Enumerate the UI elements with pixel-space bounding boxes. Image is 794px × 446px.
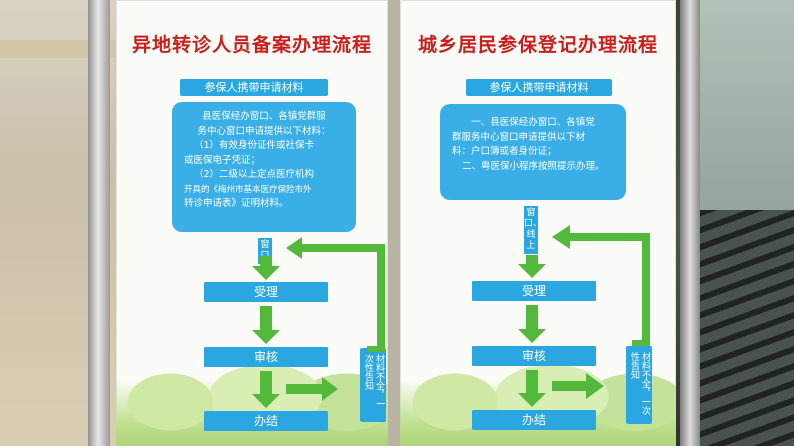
arrow-right: [286, 377, 338, 401]
background-railing: [700, 210, 794, 446]
arrow-return: [552, 225, 650, 346]
background-window: [700, 0, 794, 210]
arrow-down: [252, 306, 280, 344]
poster-transfer-referral: 异地转诊人员备案办理流程 参保人携带申请材料 县医保经办窗口、各镇党群服 务中心…: [116, 0, 388, 446]
flow-arrows: [400, 0, 676, 446]
arrow-down: [252, 371, 280, 408]
arrow-right: [552, 373, 604, 399]
display-stand-pole: [88, 0, 110, 446]
display-stand-pole: [680, 0, 700, 446]
arrow-down: [518, 370, 546, 407]
poster-resident-enrollment: 城乡居民参保登记办理流程 参保人携带申请材料 一、县医保经办窗口、各镇党 群服务…: [400, 0, 676, 446]
arrow-down: [518, 255, 546, 278]
arrow-down: [252, 256, 280, 280]
flow-arrows: [116, 0, 388, 446]
arrow-down: [518, 305, 546, 343]
arrow-return: [286, 237, 385, 352]
